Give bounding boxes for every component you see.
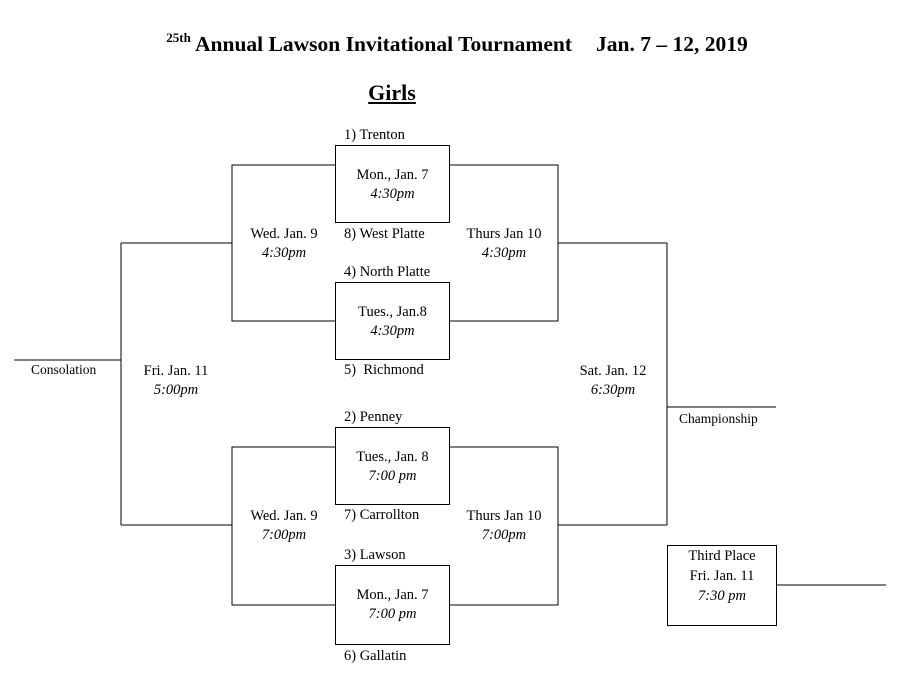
seed-4-north-platte: 4) North Platte [344,264,431,280]
third-place-box [667,545,777,626]
edition-label: 25th [166,30,191,45]
consolation-semi-2-time: 7:00pm [261,527,307,543]
seed-8-west-platte: 8) West Platte [344,226,425,242]
seed-1-trenton: 1) Trenton [344,127,405,143]
tournament-header: 25th Annual Lawson Invitational Tourname… [0,30,914,57]
game-3-time: 7:00 pm [368,468,417,484]
third-place-day: Fri. Jan. 11 [689,568,755,584]
game-box-1 [335,145,450,223]
game-1-time: 4:30pm [370,186,415,202]
consolation-label: Consolation [31,362,97,377]
game-box-4 [335,565,450,645]
consolation-semi-1-time: 4:30pm [261,245,307,261]
consolation-semi-1-day: Wed. Jan. 9 [250,226,318,242]
championship-time: 6:30pm [590,382,636,398]
game-4-day: Mon., Jan. 7 [356,587,429,603]
seed-7-carrollton: 7) Carrollton [344,507,420,523]
third-place-label: Third Place [688,548,756,564]
semifinal-2-time: 7:00pm [481,527,527,543]
game-box-2 [335,282,450,360]
consolation-semi-2-day: Wed. Jan. 9 [250,508,318,524]
championship-day: Sat. Jan. 12 [579,363,647,379]
seed-6-gallatin: 6) Gallatin [344,648,407,664]
tournament-title: Annual Lawson Invitational Tournament [195,32,572,56]
game-4-time: 7:00 pm [368,606,417,622]
game-2-day: Tues., Jan.8 [358,304,427,320]
semifinal-1-time: 4:30pm [481,245,527,261]
consolation-final-time: 5:00pm [153,382,199,398]
seed-2-penney: 2) Penney [344,409,403,425]
third-place-time: 7:30 pm [698,588,746,604]
seed-5-richmond: 5) Richmond [344,362,424,378]
semifinal-1-day: Thurs Jan 10 [466,226,542,242]
game-1-day: Mon., Jan. 7 [356,167,429,183]
game-3-day: Tues., Jan. 8 [356,449,429,465]
seed-3-lawson: 3) Lawson [344,547,406,563]
consolation-final-day: Fri. Jan. 11 [143,363,209,379]
championship-label: Championship [679,411,758,426]
tournament-dates: Jan. 7 – 12, 2019 [596,32,748,56]
game-box-3 [335,427,450,505]
game-2-time: 4:30pm [370,323,415,339]
semifinal-2-day: Thurs Jan 10 [466,508,542,524]
division-title: Girls [368,80,416,105]
